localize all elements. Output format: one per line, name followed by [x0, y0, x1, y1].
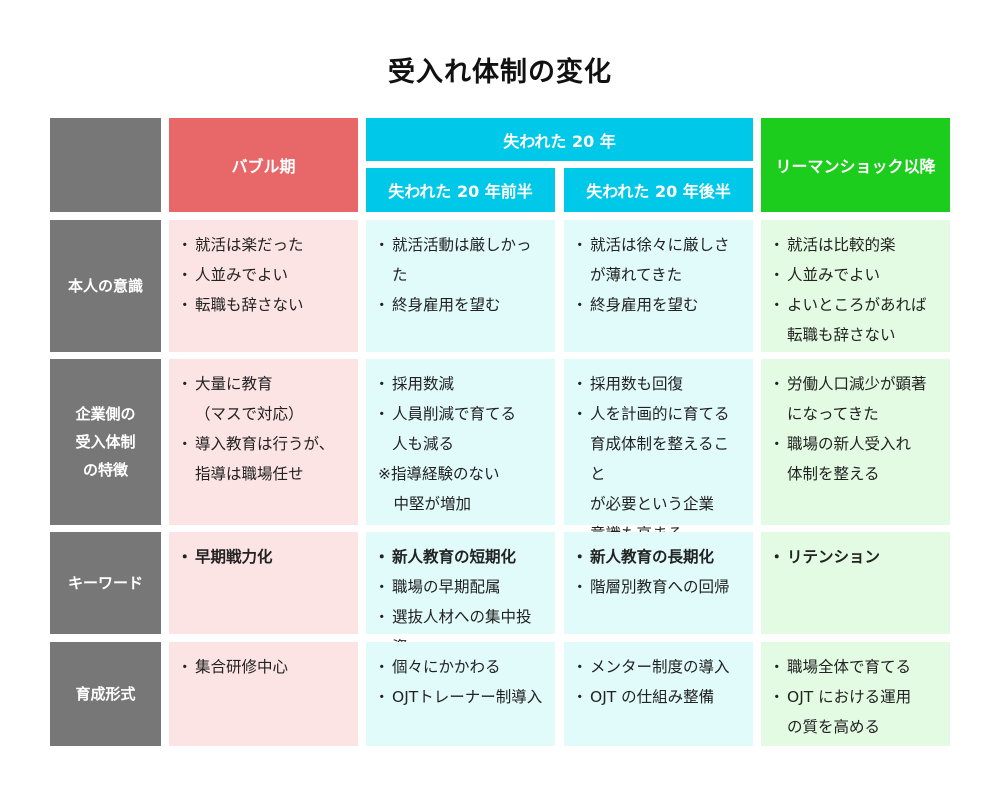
list-item: OJTトレーナー制導入	[374, 682, 545, 712]
list-item: 人員削減で育てる 人も減る	[374, 399, 545, 459]
header-lost-20-first: 失われた 20 年前半	[366, 168, 555, 212]
list-item: 就活は徐々に厳しさ が薄れてきた	[572, 230, 743, 290]
note-text: ※指導経験のない 中堅が増加	[378, 465, 500, 513]
header-bubble: バブル期	[169, 118, 358, 212]
list-item: 就活は楽だった	[177, 230, 348, 260]
table-cell-second: 就活は徐々に厳しさ が薄れてきた終身雇用を望む	[564, 220, 753, 352]
list-item: 採用数減	[374, 369, 545, 399]
list-item: OJT における運用 の質を高める	[769, 682, 940, 742]
list-item: 転職も辞さない	[177, 290, 348, 320]
corner-cell	[50, 118, 161, 212]
table-cell-bubble: 集合研修中心	[169, 642, 358, 746]
table-cell-first: 就活活動は厳しかった終身雇用を望む	[366, 220, 555, 352]
header-lost-20: 失われた 20 年	[366, 118, 753, 161]
list-item: 個々にかかわる	[374, 652, 545, 682]
list-item: 終身雇用を望む	[572, 290, 743, 320]
list-item: 採用数も回復	[572, 369, 743, 399]
header-lehman: リーマンショック以降	[761, 118, 950, 212]
table-cell-second: メンター制度の導入OJT の仕組み整備	[564, 642, 753, 746]
list-item: 労働人口減少が顕著 になってきた	[769, 369, 940, 429]
row-header: 育成形式	[50, 642, 161, 746]
list-item: 集合研修中心	[177, 652, 348, 682]
list-item: メンター制度の導入	[572, 652, 743, 682]
table-cell-bubble: 就活は楽だった人並みでよい転職も辞さない	[169, 220, 358, 352]
list-item: 新人教育の長期化	[572, 542, 743, 572]
table-cell-lehman: 労働人口減少が顕著 になってきた職場の新人受入れ 体制を整える	[761, 359, 950, 525]
list-item: 人並みでよい	[769, 260, 940, 290]
list-item: 人を計画的に育てる 育成体制を整えること が必要という企業 意識も高まる	[572, 399, 743, 549]
list-item: 就活は比較的楽	[769, 230, 940, 260]
header-lost-20-second: 失われた 20 年後半	[564, 168, 753, 212]
row-header: キーワード	[50, 532, 161, 634]
row-header: 企業側の 受入体制 の特徴	[50, 359, 161, 525]
table-cell-first: 個々にかかわるOJTトレーナー制導入	[366, 642, 555, 746]
table-cell-lehman: リテンション	[761, 532, 950, 634]
list-item: 階層別教育への回帰	[572, 572, 743, 602]
page-title: 受入れ体制の変化	[388, 57, 612, 88]
list-item: 大量に教育 （マスで対応）	[177, 369, 348, 429]
list-item: 職場全体で育てる	[769, 652, 940, 682]
list-item: OJT の仕組み整備	[572, 682, 743, 712]
table-cell-bubble: 早期戦力化	[169, 532, 358, 634]
table-cell-first: 採用数減人員削減で育てる 人も減る ※指導経験のない 中堅が増加	[366, 359, 555, 525]
list-item: 終身雇用を望む	[374, 290, 545, 320]
list-item: 職場の新人受入れ 体制を整える	[769, 429, 940, 489]
table-cell-bubble: 大量に教育 （マスで対応）導入教育は行うが、 指導は職場任せ	[169, 359, 358, 525]
list-item: 導入教育は行うが、 指導は職場任せ	[177, 429, 348, 489]
row-header: 本人の意識	[50, 220, 161, 352]
table-cell-second: 新人教育の長期化階層別教育への回帰	[564, 532, 753, 634]
list-item: 職場の早期配属	[374, 572, 545, 602]
list-item: 就活活動は厳しかった	[374, 230, 545, 290]
table-cell-second: 採用数も回復人を計画的に育てる 育成体制を整えること が必要という企業 意識も高…	[564, 359, 753, 543]
table-cell-first: 新人教育の短期化職場の早期配属選抜人材への集中投資	[366, 532, 555, 656]
list-item: よいところがあれば 転職も辞さない	[769, 290, 940, 350]
list-item: 早期戦力化	[177, 542, 348, 572]
list-item: 新人教育の短期化	[374, 542, 545, 572]
table-cell-lehman: 職場全体で育てるOJT における運用 の質を高める	[761, 642, 950, 746]
table-cell-lehman: 就活は比較的楽人並みでよいよいところがあれば 転職も辞さない	[761, 220, 950, 352]
list-item: 人並みでよい	[177, 260, 348, 290]
list-item: リテンション	[769, 542, 940, 572]
